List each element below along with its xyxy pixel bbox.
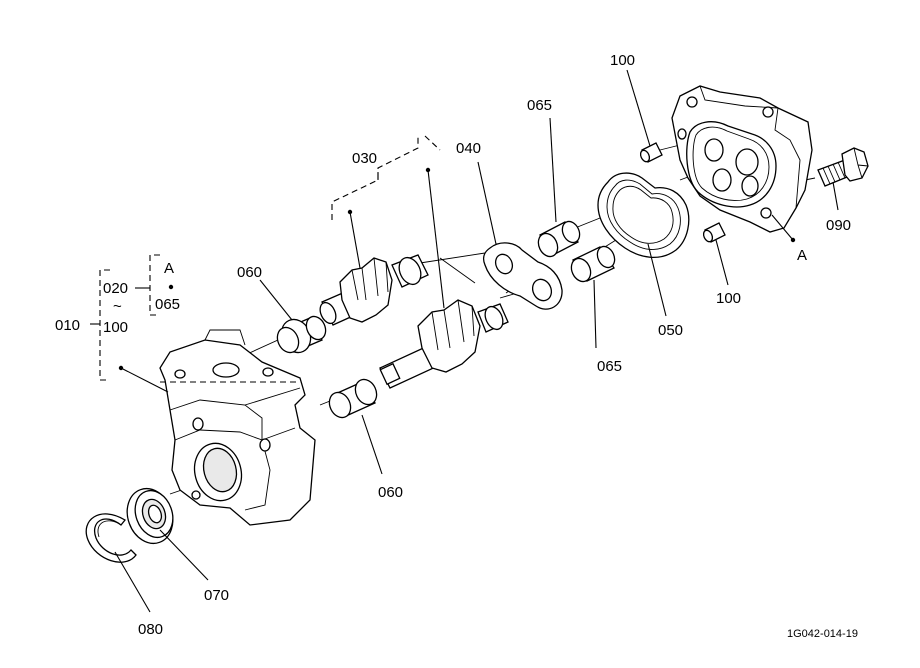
- pump-housing-010: [159, 329, 316, 526]
- label-100-range: 100: [103, 319, 128, 336]
- side-plate-040: [483, 242, 563, 310]
- label-100-top: 100: [610, 52, 635, 69]
- snap-ring-080: [85, 513, 137, 563]
- label-070: 070: [204, 587, 229, 604]
- label-060-bottom: 060: [378, 484, 403, 501]
- dowel-pin-100-upper: [639, 142, 663, 163]
- dowel-pin-100-lower: [702, 222, 726, 243]
- label-080: 080: [138, 621, 163, 638]
- drawing-number: 1G042-014-19: [787, 628, 858, 640]
- label-065-group: 065: [155, 296, 180, 313]
- part-number-labels: 010 020 ~ 100 A 065 030 040 050 060 060 …: [55, 52, 858, 640]
- bushing-060-lower: [328, 378, 378, 419]
- label-010: 010: [55, 317, 80, 334]
- drive-gear-030-lower: [379, 299, 509, 389]
- oil-seal-070: [126, 487, 174, 545]
- label-030: 030: [352, 150, 377, 167]
- bushing-065-lower: [570, 245, 616, 283]
- pump-cover: [671, 85, 813, 233]
- label-065-top: 065: [527, 97, 552, 114]
- label-060-top: 060: [237, 264, 262, 281]
- bolt-090: [817, 147, 869, 187]
- label-040: 040: [456, 140, 481, 157]
- label-020: 020: [103, 280, 128, 297]
- label-ref-a: A: [164, 260, 174, 277]
- drive-gear-030-upper: [319, 254, 429, 326]
- bushing-060-upper: [276, 315, 327, 354]
- label-tilde: ~: [113, 298, 122, 315]
- bushing-065-upper: [537, 220, 581, 258]
- label-ref-a-cover: A: [797, 247, 807, 264]
- label-100-bottom: 100: [716, 290, 741, 307]
- group-brackets: [90, 135, 441, 383]
- label-050: 050: [658, 322, 683, 339]
- callout-pointers: [114, 69, 839, 613]
- label-065-bottom: 065: [597, 358, 622, 375]
- gasket-050: [597, 172, 690, 258]
- label-090: 090: [826, 217, 851, 234]
